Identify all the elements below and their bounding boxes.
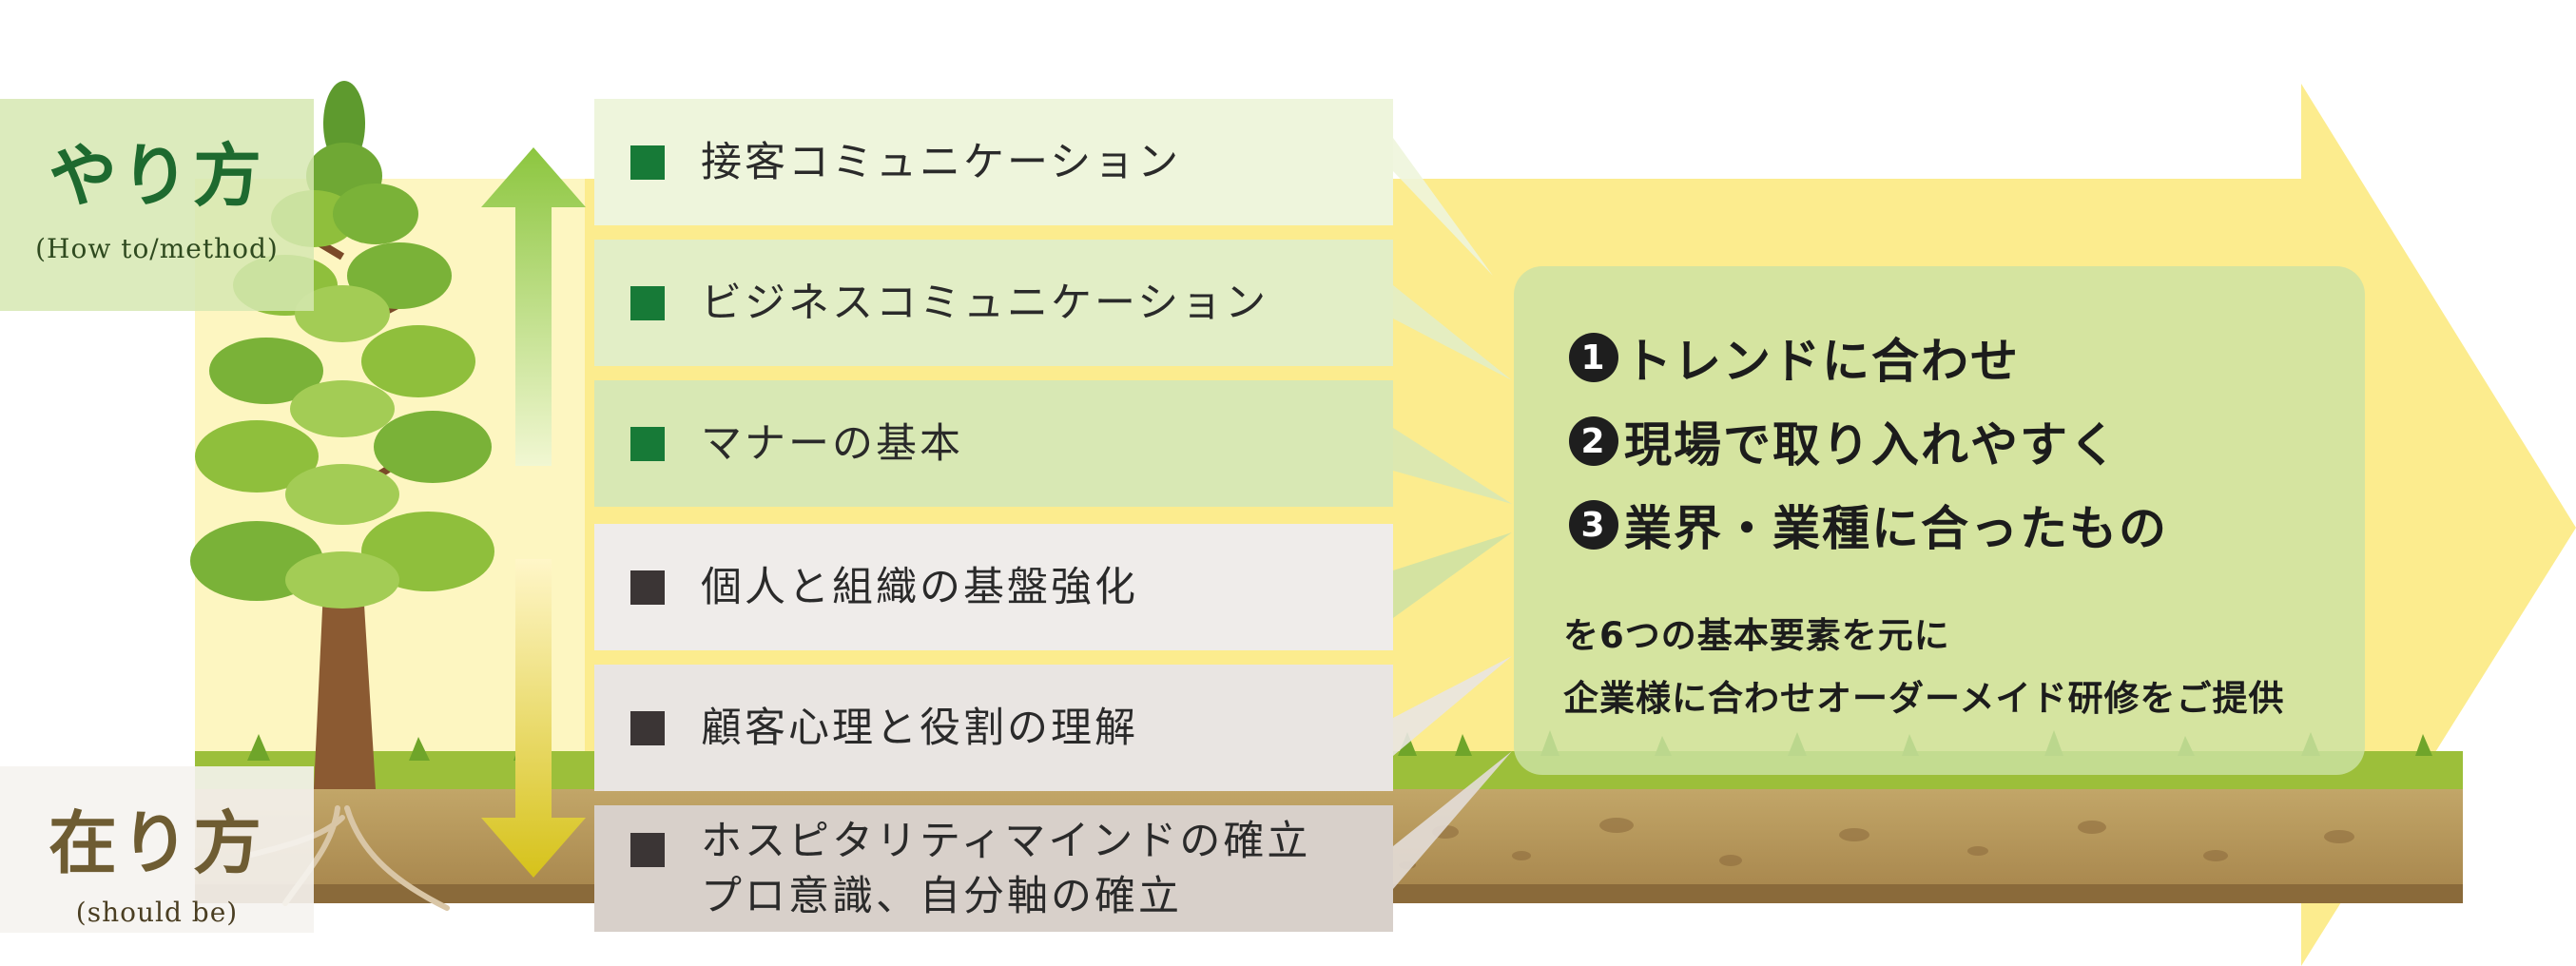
summary-description-line1: を6つの基本要素を元に: [1563, 615, 1950, 656]
number-circle-icon: 2: [1569, 416, 1618, 466]
down-arrow: [481, 559, 586, 878]
item-label: 個人と組織の基盤強化: [701, 563, 1138, 611]
item-customer-psychology: 顧客心理と役割の理解: [594, 665, 1393, 791]
item-label-line2: プロ意識、自分軸の確立: [701, 872, 1182, 920]
item-customer-communication: 接客コミュニケーション: [594, 99, 1393, 225]
green-square-bullet-icon: [630, 145, 665, 180]
tree-trunk: [314, 589, 376, 789]
summary-description-line2: 企業様に合わせオーダーメイド研修をご提供: [1563, 678, 2285, 719]
summary-point-text: 業界・業種に合ったもの: [1624, 501, 2168, 556]
dark-square-bullet-icon: [630, 710, 665, 745]
how-to-label: やり方 (How to/method): [0, 99, 314, 311]
item-label: マナーの基本: [701, 419, 963, 468]
item-label-line1: ホスピタリティマインドの確立: [701, 817, 1311, 865]
should-be-title: 在り方: [48, 802, 265, 883]
number-circle-icon: 1: [1569, 333, 1618, 382]
item-hospitality-mindset: ホスピタリティマインドの確立 プロ意識、自分軸の確立: [594, 805, 1393, 932]
how-to-subtitle: (How to/method): [35, 233, 279, 264]
item-label-multiline: ホスピタリティマインドの確立 プロ意識、自分軸の確立: [701, 814, 1310, 924]
summary-point-3: 3 業界・業種に合ったもの: [1569, 491, 2168, 559]
how-to-title: やり方: [48, 135, 265, 216]
summary-point-text: トレンドに合わせ: [1624, 334, 2020, 389]
item-backgrounds: [594, 99, 1393, 932]
summary-box: 1 トレンドに合わせ 2 現場で取り入れやすく 3 業界・業種に合ったもの を6…: [1514, 266, 2365, 775]
tree-foliage: [190, 81, 494, 609]
summary-point-2: 2 現場で取り入れやすく: [1569, 407, 2119, 475]
item-business-communication: ビジネスコミュニケーション: [594, 240, 1393, 366]
green-square-bullet-icon: [630, 426, 665, 461]
number-circle-icon: 3: [1569, 500, 1618, 550]
dark-square-bullet-icon: [630, 833, 665, 867]
item-label: 顧客心理と役割の理解: [701, 704, 1138, 752]
should-be-subtitle: (should be): [75, 897, 239, 928]
callout-connectors: [1393, 138, 1512, 889]
item-foundation-strengthening: 個人と組織の基盤強化: [594, 524, 1393, 650]
item-manner-basics: マナーの基本: [594, 380, 1393, 507]
summary-point-1: 1 トレンドに合わせ: [1569, 323, 2020, 392]
up-arrow: [481, 147, 586, 466]
green-square-bullet-icon: [630, 285, 665, 320]
should-be-label: 在り方 (should be): [0, 766, 314, 933]
summary-point-text: 現場で取り入れやすく: [1624, 417, 2119, 473]
item-label: ビジネスコミュニケーション: [701, 279, 1269, 327]
item-label: 接客コミュニケーション: [701, 138, 1182, 186]
dark-square-bullet-icon: [630, 570, 665, 605]
